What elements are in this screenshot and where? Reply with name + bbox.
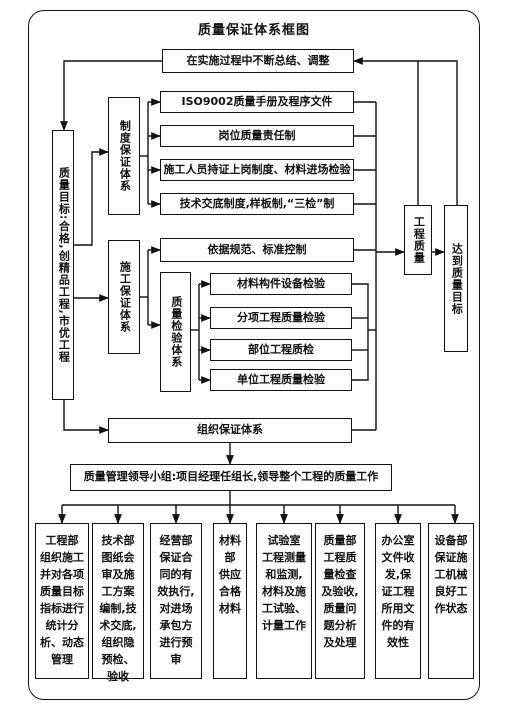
diagram-title: 质量保证体系框图 (197, 23, 310, 38)
unit-inspection-box: 单位工程质量检验 (210, 369, 352, 391)
dept-duty: 保证施工机械良好工作状态 (434, 551, 468, 616)
standard-control-box: 依据规范、标准控制 (160, 238, 354, 262)
dept-materials: 材料部供应合格材料 (213, 523, 247, 679)
quality-inspection-box: 质量检验体系 (160, 272, 191, 392)
dept-laboratory: 试验室工程测量和监测,材料及施工试验、计量工作 (256, 523, 312, 679)
dept-duty: 工程质量检查及验收,质量问题分析及处理 (321, 551, 359, 650)
iso-manual-box: ISO9002质量手册及程序文件 (160, 91, 354, 113)
organization-guarantee-box: 组织保证体系 (108, 418, 352, 443)
dept-quality: 质量部工程质量检查及验收,质量问题分析及处理 (315, 523, 365, 679)
dept-duty: 组织施工并对各项质量目标指标进行统计分析、动态管理 (40, 551, 84, 667)
dept-name: 质量部 (323, 534, 357, 547)
dept-engineering: 工程部组织施工并对各项质量目标指标进行统计分析、动态管理 (35, 523, 89, 679)
leadership-group-box: 质量管理领导小组:项目经理任组长,领导整个工程的质量工作 (70, 464, 392, 491)
dept-duty: 保证合同的有效执行,对进场承包方进行预审 (157, 551, 195, 667)
dept-duty: 文件收发,保证工程所用文件的有效性 (381, 551, 415, 650)
engineering-quality-box: 工程质量 (404, 205, 432, 275)
post-responsibility-box: 岗位质量责任制 (160, 125, 354, 147)
construction-guarantee-box: 施工保证体系 (108, 240, 140, 354)
right-goal-to-feedback (418, 60, 458, 205)
dept-equipment: 设备部保证施工机械良好工作状态 (428, 523, 474, 679)
dept-name: 材料部 (219, 534, 241, 565)
dept-name: 工程部 (45, 534, 79, 547)
dept-duty: 图纸会审及施工方案编制,技术交底,组织隐预检、验收 (99, 551, 137, 684)
diagram-frame (28, 10, 480, 700)
subitem-inspection-box: 分项工程质量检验 (210, 307, 352, 329)
dept-duty: 供应合格材料 (219, 568, 241, 616)
link-goal-institution (74, 148, 109, 246)
link-goal-organization (63, 400, 109, 434)
quality-goal-box: 质量目标:合格,创精品工程,市优工程 (52, 130, 74, 400)
dept-technical: 技术部图纸会审及施工方案编制,技术交底,组织隐预检、验收 (92, 523, 144, 683)
tech-briefing-box: 技术交底制度,样板制,“三检”制 (160, 193, 354, 215)
feedback-box: 在实施过程中不断总结、调整 (162, 49, 354, 73)
material-inspection-box: 材料构件设备检验 (210, 273, 352, 295)
dept-duty: 工程测量和监测,材料及施工试验、计量工作 (262, 551, 306, 633)
dept-name: 试验室 (267, 534, 301, 547)
dept-name: 经营部 (159, 534, 193, 547)
part-inspection-box: 部位工程质检 (210, 339, 352, 361)
dept-name: 技术部 (101, 534, 135, 547)
institution-guarantee-box: 制度保证体系 (108, 97, 140, 215)
collector-inspection (352, 283, 369, 381)
dept-name: 设备部 (434, 534, 468, 547)
dept-name: 办公室 (381, 534, 415, 547)
dept-office: 办公室文件收发,保证工程所用文件的有效性 (375, 523, 421, 679)
reach-quality-goal-box: 达到质量目标 (444, 205, 468, 352)
dept-business: 经营部保证合同的有效执行,对进场承包方进行预审 (150, 523, 202, 679)
feedback-line-left (60, 60, 162, 131)
certificate-system-box: 施工人员持证上岗制度、材料进场检验 (160, 159, 354, 181)
